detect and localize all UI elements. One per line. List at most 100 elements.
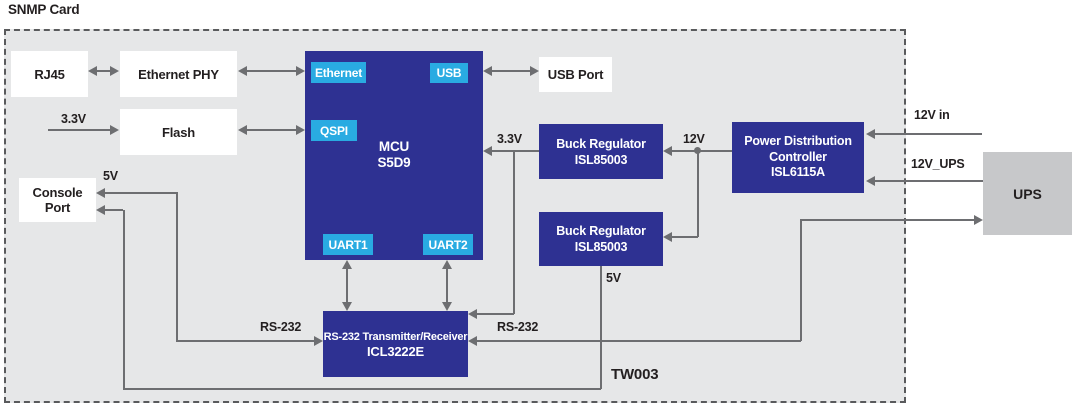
- wire-5v-console: [96, 205, 105, 215]
- wire-12v-buck2: [697, 150, 699, 237]
- board-number-label: TW003: [611, 366, 659, 383]
- wire-33v-flash: [48, 129, 112, 131]
- block-pdc-label: Power Distribution Controller ISL6115A: [744, 134, 852, 181]
- block-buck-regulator-2: Buck Regulator ISL85003: [539, 212, 663, 266]
- net-label-rs232-console: RS-232: [260, 320, 302, 334]
- wire-uart2-transceiver: [442, 302, 452, 311]
- block-power-distribution-controller: Power Distribution Controller ISL6115A: [732, 122, 864, 193]
- wire-12v-ups: [866, 176, 875, 186]
- wire-uart2-transceiver: [446, 268, 448, 304]
- wire-uart1-transceiver: [342, 302, 352, 311]
- net-label-33v-mcu: 3.3V: [497, 132, 522, 146]
- wire-5v-console: [104, 209, 123, 211]
- transceiver-line2: ICL3222E: [367, 343, 424, 359]
- block-ups-label: UPS: [1013, 185, 1042, 202]
- wire-rs232-ups: [800, 220, 802, 341]
- wire-33v-transceiver: [477, 313, 514, 315]
- wire-33v-transceiver: [513, 150, 515, 314]
- buck1-line1: Buck Regulator: [556, 136, 646, 151]
- block-rj45: RJ45: [11, 51, 88, 97]
- wire-uart1-transceiver: [342, 260, 352, 269]
- wire-flash-qspi: [296, 125, 305, 135]
- wire-rj45-phy: [96, 70, 111, 72]
- block-flash: Flash: [120, 109, 237, 155]
- wire-uart1-transceiver: [346, 268, 348, 304]
- net-label-12v-in: 12V in: [914, 108, 950, 122]
- wire-rs232-console: [176, 192, 178, 341]
- wire-phy-mcu: [296, 66, 305, 76]
- wire-12v-buck1: [663, 146, 672, 156]
- block-mcu-label: MCU S5D9: [305, 139, 483, 171]
- block-rj45-label: RJ45: [34, 66, 65, 82]
- wire-rs232-console: [176, 340, 315, 342]
- transceiver-line1: RS-232 Transmitter/Receiver: [323, 330, 468, 343]
- wire-mcu-usbport: [483, 66, 492, 76]
- mcu-port-usb: USB: [430, 63, 468, 83]
- net-label-rs232-ups: RS-232: [497, 320, 539, 334]
- mcu-port-ethernet: Ethernet: [311, 62, 366, 83]
- wire-rs232-ups: [974, 215, 983, 225]
- wire-rj45-phy: [88, 66, 97, 76]
- wire-12v-buck1: [671, 150, 732, 152]
- block-rs232-transceiver: RS-232 Transmitter/Receiver ICL3222E: [323, 311, 468, 377]
- mcu-port-uart1: UART1: [323, 234, 373, 255]
- wire-rs232-console: [314, 336, 323, 346]
- block-flash-label: Flash: [162, 124, 195, 140]
- mcu-port-uart2-label: UART2: [428, 237, 468, 252]
- pdc-line1: Power Distribution: [744, 134, 852, 149]
- wire-uart2-transceiver: [442, 260, 452, 269]
- wire-rj45-phy: [110, 66, 119, 76]
- block-buck-regulator-1: Buck Regulator ISL85003: [539, 124, 663, 179]
- block-ethernet-phy: Ethernet PHY: [120, 51, 237, 97]
- buck2-line2: ISL85003: [574, 240, 628, 254]
- wire-flash-qspi: [238, 125, 247, 135]
- mcu-port-ethernet-label: Ethernet: [314, 65, 363, 80]
- wire-rs232-console: [96, 188, 105, 198]
- mcu-port-usb-label: USB: [436, 66, 462, 80]
- buck2-line1: Buck Regulator: [556, 224, 646, 238]
- pdc-line2: Controller: [769, 149, 827, 164]
- buck1-line2: ISL85003: [574, 152, 628, 167]
- wire-rs232-ups: [468, 336, 477, 346]
- wire-rs232-console: [104, 192, 176, 194]
- wire-33v-mcu: [491, 150, 539, 152]
- wire-5v-console: [123, 388, 601, 390]
- block-buck-regulator-1-label: Buck Regulator ISL85003: [556, 136, 646, 168]
- wire-phy-mcu: [238, 66, 247, 76]
- wire-33v-flash: [110, 125, 119, 135]
- wire-5v-console: [123, 210, 125, 389]
- wire-mcu-usbport: [530, 66, 539, 76]
- wire-12v-ups: [874, 180, 983, 182]
- block-console-port: Console Port: [19, 178, 96, 222]
- mcu-port-qspi: QSPI: [311, 120, 357, 141]
- block-rs232-transceiver-label: RS-232 Transmitter/Receiver ICL3222E: [324, 330, 468, 359]
- block-console-port-label: Console Port: [32, 185, 83, 215]
- pdc-line3: ISL6115A: [770, 165, 825, 180]
- block-ups: UPS: [983, 152, 1072, 235]
- wire-flash-qspi: [246, 129, 297, 131]
- wire-rs232-ups: [476, 340, 801, 342]
- mcu-port-uart2: UART2: [423, 234, 473, 255]
- block-usb-port-label: USB Port: [547, 67, 604, 82]
- net-label-5v-regulator: 5V: [606, 271, 621, 285]
- wire-5v-console: [600, 265, 602, 389]
- wire-12v-buck2: [671, 236, 698, 238]
- wire-33v-mcu: [483, 146, 492, 156]
- wire-12v-in: [874, 133, 982, 135]
- wire-33v-transceiver: [468, 309, 477, 319]
- wire-phy-mcu: [246, 70, 297, 72]
- wire-rs232-ups: [800, 219, 975, 221]
- block-ethernet-phy-label: Ethernet PHY: [138, 66, 219, 82]
- diagram-title: SNMP Card: [8, 2, 80, 17]
- mcu-port-qspi-label: QSPI: [320, 123, 348, 138]
- net-label-5v-console: 5V: [103, 169, 118, 183]
- block-buck-regulator-2-label: Buck Regulator ISL85003: [556, 223, 646, 255]
- mcu-label-line1: MCU: [378, 139, 410, 154]
- wire-mcu-usbport: [491, 70, 531, 72]
- net-label-12v: 12V: [683, 132, 705, 146]
- block-usb-port: USB Port: [539, 57, 612, 92]
- mcu-label-line2: S5D9: [377, 155, 411, 170]
- block-mcu: Ethernet USB QSPI UART1 UART2 MCU S5D9: [305, 51, 483, 260]
- mcu-port-uart1-label: UART1: [328, 237, 368, 252]
